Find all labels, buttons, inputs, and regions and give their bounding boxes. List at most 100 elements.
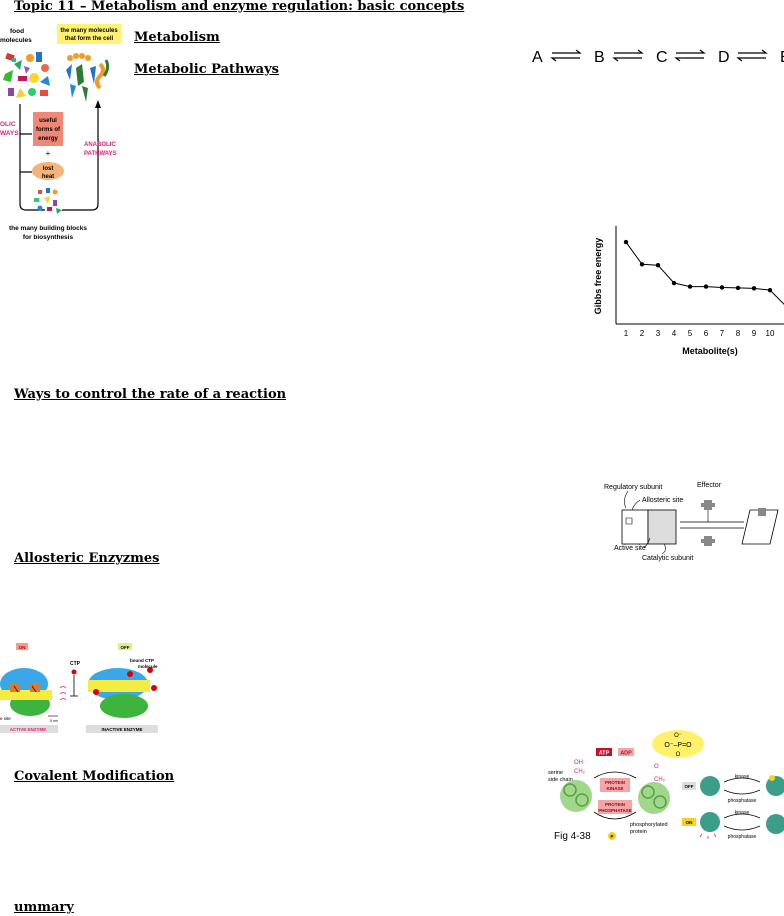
active-enzyme-icon — [0, 668, 52, 716]
useful-line3: energy — [38, 136, 58, 142]
lost-heat-ellipse — [32, 162, 64, 180]
catabolic-label-1: OLIC — [0, 121, 16, 128]
gibbs-point — [751, 286, 757, 291]
ch2-right-label: CH₂ — [654, 777, 666, 783]
gibbs-point — [735, 285, 741, 291]
off-protein-icon — [700, 776, 720, 796]
phosphate-group: O⁻–P=O — [664, 742, 692, 749]
equilibrium-arrow-icon — [680, 521, 744, 529]
effector-label: Effector — [697, 482, 722, 489]
pathway-figure: A B C D E — [532, 49, 784, 66]
allosteric-site-label: Allosteric site — [642, 497, 683, 504]
inactive-enzyme-icon — [88, 667, 157, 718]
food-label: food — [10, 28, 24, 35]
pathway-node-c: C — [656, 49, 668, 66]
regulatory-subunit-label: Regulatory subunit — [604, 484, 662, 491]
x-tick-label: 7 — [720, 329, 725, 338]
gibbs-point — [687, 284, 693, 289]
on-badge — [16, 643, 28, 650]
equilibrium-arrow-icon — [550, 49, 768, 62]
phosphate-o-bottom: O — [676, 752, 681, 758]
molecules-label: molecules — [0, 37, 32, 44]
section-metabolism: Metabolism — [134, 30, 220, 45]
phosphorylated-line2: protein — [630, 829, 647, 835]
active-enzyme-bar — [0, 725, 58, 733]
adp-label: ADP — [620, 751, 632, 757]
many-molecules-box — [57, 24, 121, 44]
phosphate-p-icon — [608, 832, 616, 840]
allosteric-scheme-figure: Regulatory subunit Allosteric site Effec… — [604, 482, 779, 562]
off-protein-icon-2 — [766, 814, 784, 834]
building-blocks-line2: for biosynthesis — [23, 234, 74, 241]
section-summary: ummary — [14, 900, 74, 915]
oh-label: OH — [574, 760, 583, 766]
section-allosteric-enzymes: Allosteric Enzyzmes — [14, 551, 160, 566]
metabolism-figure: food molecules the many molecules that f… — [0, 24, 121, 241]
pathway-node-b: B — [594, 49, 605, 66]
serine-line1: serine — [548, 770, 563, 776]
on-protein-icon-2 — [700, 812, 720, 832]
effector-icon — [701, 500, 715, 510]
catalytic-subunit-shape — [647, 509, 677, 545]
gibbs-point — [719, 285, 725, 290]
on-protein-icon — [766, 776, 784, 796]
pathway-node-d: D — [718, 49, 730, 66]
phosphate-o-top: O⁻ — [674, 733, 682, 739]
regulatory-subunit-shape — [621, 509, 649, 545]
phosphate-p-label: P — [610, 834, 613, 839]
anabolic-label-1: ANABOLIC — [84, 142, 116, 148]
inactive-enzyme-label: INACTIVE ENZYME — [101, 727, 142, 732]
phosphorylated-protein-icon — [638, 782, 670, 814]
building-blocks-line1: the many building blocks — [9, 225, 87, 232]
kinase-line2: KINASE — [606, 786, 623, 791]
x-axis-label: Metabolite(s) — [682, 346, 738, 356]
bound-ctp-line2: molecule — [138, 664, 158, 669]
many-molecules-line2: that form the cell — [65, 36, 114, 42]
gibbs-point — [767, 287, 773, 293]
food-molecules-icon — [3, 52, 50, 98]
phosphate-cloud — [652, 730, 704, 758]
useful-line2: forms of — [36, 127, 61, 133]
x-tick-label: 4 — [672, 329, 677, 338]
x-tick-label: 3 — [656, 329, 661, 338]
ctp-label: CTP — [70, 661, 81, 667]
gibbs-point — [703, 284, 709, 289]
y-axis-label: Gibbs free energy — [593, 238, 603, 315]
inactive-enzyme-shape — [741, 509, 779, 545]
anabolic-label-2: PATHWAYS — [84, 151, 117, 157]
x-tick-label: 2 — [640, 329, 645, 338]
x-tick-label: 10 — [766, 329, 775, 338]
heat-label: heat — [42, 174, 54, 180]
x-tick-label: 1 — [624, 329, 629, 338]
ch2-left-label: CH₂ — [574, 769, 586, 775]
building-blocks-icon — [34, 188, 62, 214]
switch-kinase-label-2: kinase — [735, 810, 750, 816]
x-tick-label: 9 — [752, 329, 757, 338]
section-metabolic-pathways: Metabolic Pathways — [134, 62, 279, 77]
on-badge — [682, 818, 696, 826]
o-label: O — [654, 764, 659, 770]
many-molecules-line1: the many molecules — [60, 28, 118, 34]
gibbs-point — [655, 263, 661, 268]
off-label: OFF — [121, 645, 130, 650]
protein-kinase-box — [600, 778, 630, 792]
bound-ctp-line1: bound CTP — [130, 658, 154, 663]
x-tick-label: 8 — [736, 329, 741, 338]
pathway-node-e: E — [780, 49, 784, 66]
inactive-enzyme-bar — [86, 725, 158, 733]
switch-off-label: OFF — [685, 784, 694, 789]
section-rate-control: Ways to control the rate of a reaction — [14, 387, 287, 402]
x-tick-label: 6 — [704, 329, 709, 338]
gibbs-point — [671, 280, 677, 286]
switch-on-label: ON — [686, 820, 693, 825]
section-covalent-modification: Covalent Modification — [14, 769, 175, 784]
page-title: Topic 11 – Metabolism and enzyme regulat… — [14, 0, 465, 14]
active-site-label: Active site — [614, 545, 646, 552]
gibbs-series-line — [625, 241, 784, 305]
kinase-line1: PROTEIN — [605, 780, 625, 785]
protein-phosphatase-box — [598, 800, 632, 814]
ctp-enzyme-figure: ON OFF CTP bound CTP molecule e site 5 n… — [0, 643, 158, 733]
catabolic-label-2: WAYS — [0, 130, 19, 137]
lost-label: lost — [43, 166, 54, 172]
